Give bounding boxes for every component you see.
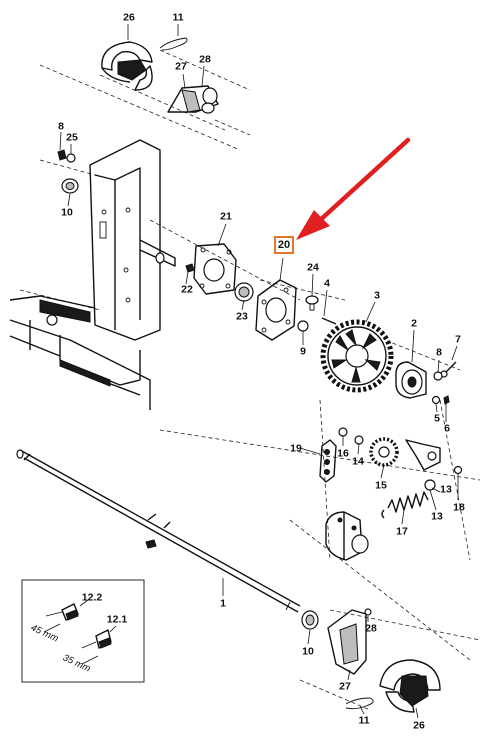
highlight-arrow: [296, 137, 411, 240]
sprocket-15: [369, 437, 399, 467]
label-22: 22: [181, 283, 193, 296]
label-26-bottom: 26: [413, 719, 425, 732]
inset-label-12-2: 12.2: [81, 591, 103, 604]
label-10: 10: [61, 206, 73, 219]
label-27-top: 27: [175, 60, 187, 73]
bracket-top: [167, 85, 219, 114]
spider-wheel-bottom: [379, 659, 441, 713]
label-14: 14: [352, 455, 364, 468]
label-6: 6: [444, 422, 450, 435]
inset-box: [21, 579, 145, 683]
label-23: 23: [236, 310, 248, 323]
label-8-left: 8: [58, 120, 64, 133]
label-8-right: 8: [436, 346, 442, 359]
left-fasteners: [57, 149, 79, 194]
label-15: 15: [375, 479, 387, 492]
shaft-1: [16, 449, 301, 613]
label-10-bottom: 10: [302, 645, 314, 658]
tensioner-arm-13: [405, 439, 463, 491]
label-21: 21: [220, 210, 232, 223]
label-11-bottom: 11: [358, 714, 370, 727]
washer-22: [185, 263, 195, 273]
washer-16: [338, 427, 348, 437]
label-20-highlighted: 20: [274, 236, 294, 254]
bearing-plate-21: [193, 243, 237, 295]
label-26-top: 26: [123, 11, 135, 24]
drive-drum: [325, 511, 369, 561]
label-19: 19: [290, 442, 302, 455]
label-2: 2: [411, 317, 417, 330]
label-4: 4: [324, 277, 330, 290]
label-5: 5: [434, 412, 440, 425]
frame-post: [89, 139, 176, 341]
bearing-plate-20: [255, 279, 297, 341]
label-28-bottom: 28: [365, 622, 377, 635]
label-3: 3: [374, 289, 380, 302]
label-11-top: 11: [172, 11, 184, 24]
bracket-bottom: [327, 608, 372, 675]
spider-wheel-top: [101, 41, 153, 91]
clip-pin-bottom: [345, 697, 374, 710]
right-fasteners: [431, 361, 457, 405]
chassis-frame: [9, 295, 151, 410]
label-1: 1: [220, 597, 226, 610]
bearing-23: [234, 282, 254, 302]
sprocket-3: [320, 319, 394, 393]
label-28-top: 28: [199, 53, 211, 66]
label-leaders: [59, 24, 459, 719]
assembly-guide-lines: [19, 49, 481, 711]
label-18: 18: [453, 501, 465, 514]
inset-label-12-1: 12.1: [106, 613, 128, 626]
label-13: 13: [431, 510, 443, 523]
label-24: 24: [307, 261, 319, 274]
label-17: 17: [396, 525, 408, 538]
label-27-bottom: 27: [339, 680, 351, 693]
bearing-10-bottom: [301, 610, 319, 630]
hub-2: [395, 361, 427, 399]
label-9: 9: [300, 345, 306, 358]
label-25: 25: [66, 131, 78, 144]
clip-pin-top: [159, 37, 188, 51]
spring-17: [381, 491, 429, 519]
label-7: 7: [455, 333, 461, 346]
label-16: 16: [337, 447, 349, 460]
chain-link-19: [319, 439, 337, 483]
label-13-upper: 13: [440, 483, 452, 496]
fasteners-24-4-9: [297, 295, 337, 332]
washer-14: [354, 435, 364, 445]
